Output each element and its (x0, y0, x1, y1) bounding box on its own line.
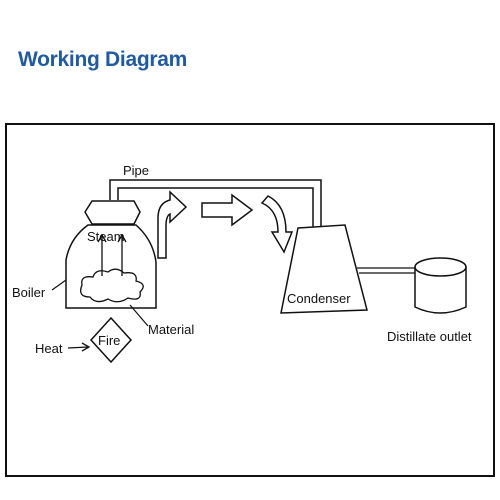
distillate-container (414, 267, 467, 314)
fire-diamond (89, 316, 133, 364)
boiler-label: Boiler (12, 285, 46, 300)
boiler-pointer (51, 279, 67, 291)
curved-up-arrow (157, 190, 188, 259)
pipe-label: Pipe (123, 163, 149, 178)
heat-arrow (67, 342, 91, 352)
distillate-container-rim (414, 257, 467, 277)
condenser-label: Condenser (287, 291, 351, 306)
fire-label: Fire (98, 333, 120, 348)
material-pointer (129, 304, 149, 327)
steam-arrows (97, 233, 127, 276)
distillate-outlet-label: Distillate outlet (387, 329, 472, 344)
condenser-body (280, 224, 368, 314)
heat-label: Heat (35, 341, 63, 356)
page-title: Working Diagram (18, 48, 187, 71)
pipe (109, 179, 322, 228)
diagram-frame (5, 123, 495, 477)
flow-right-arrow (201, 193, 254, 227)
material-label: Material (148, 322, 194, 337)
steam-label: Steam (87, 229, 125, 244)
curved-down-arrow (260, 195, 294, 254)
boiler-lid (84, 200, 141, 225)
material-cloud (79, 268, 144, 303)
